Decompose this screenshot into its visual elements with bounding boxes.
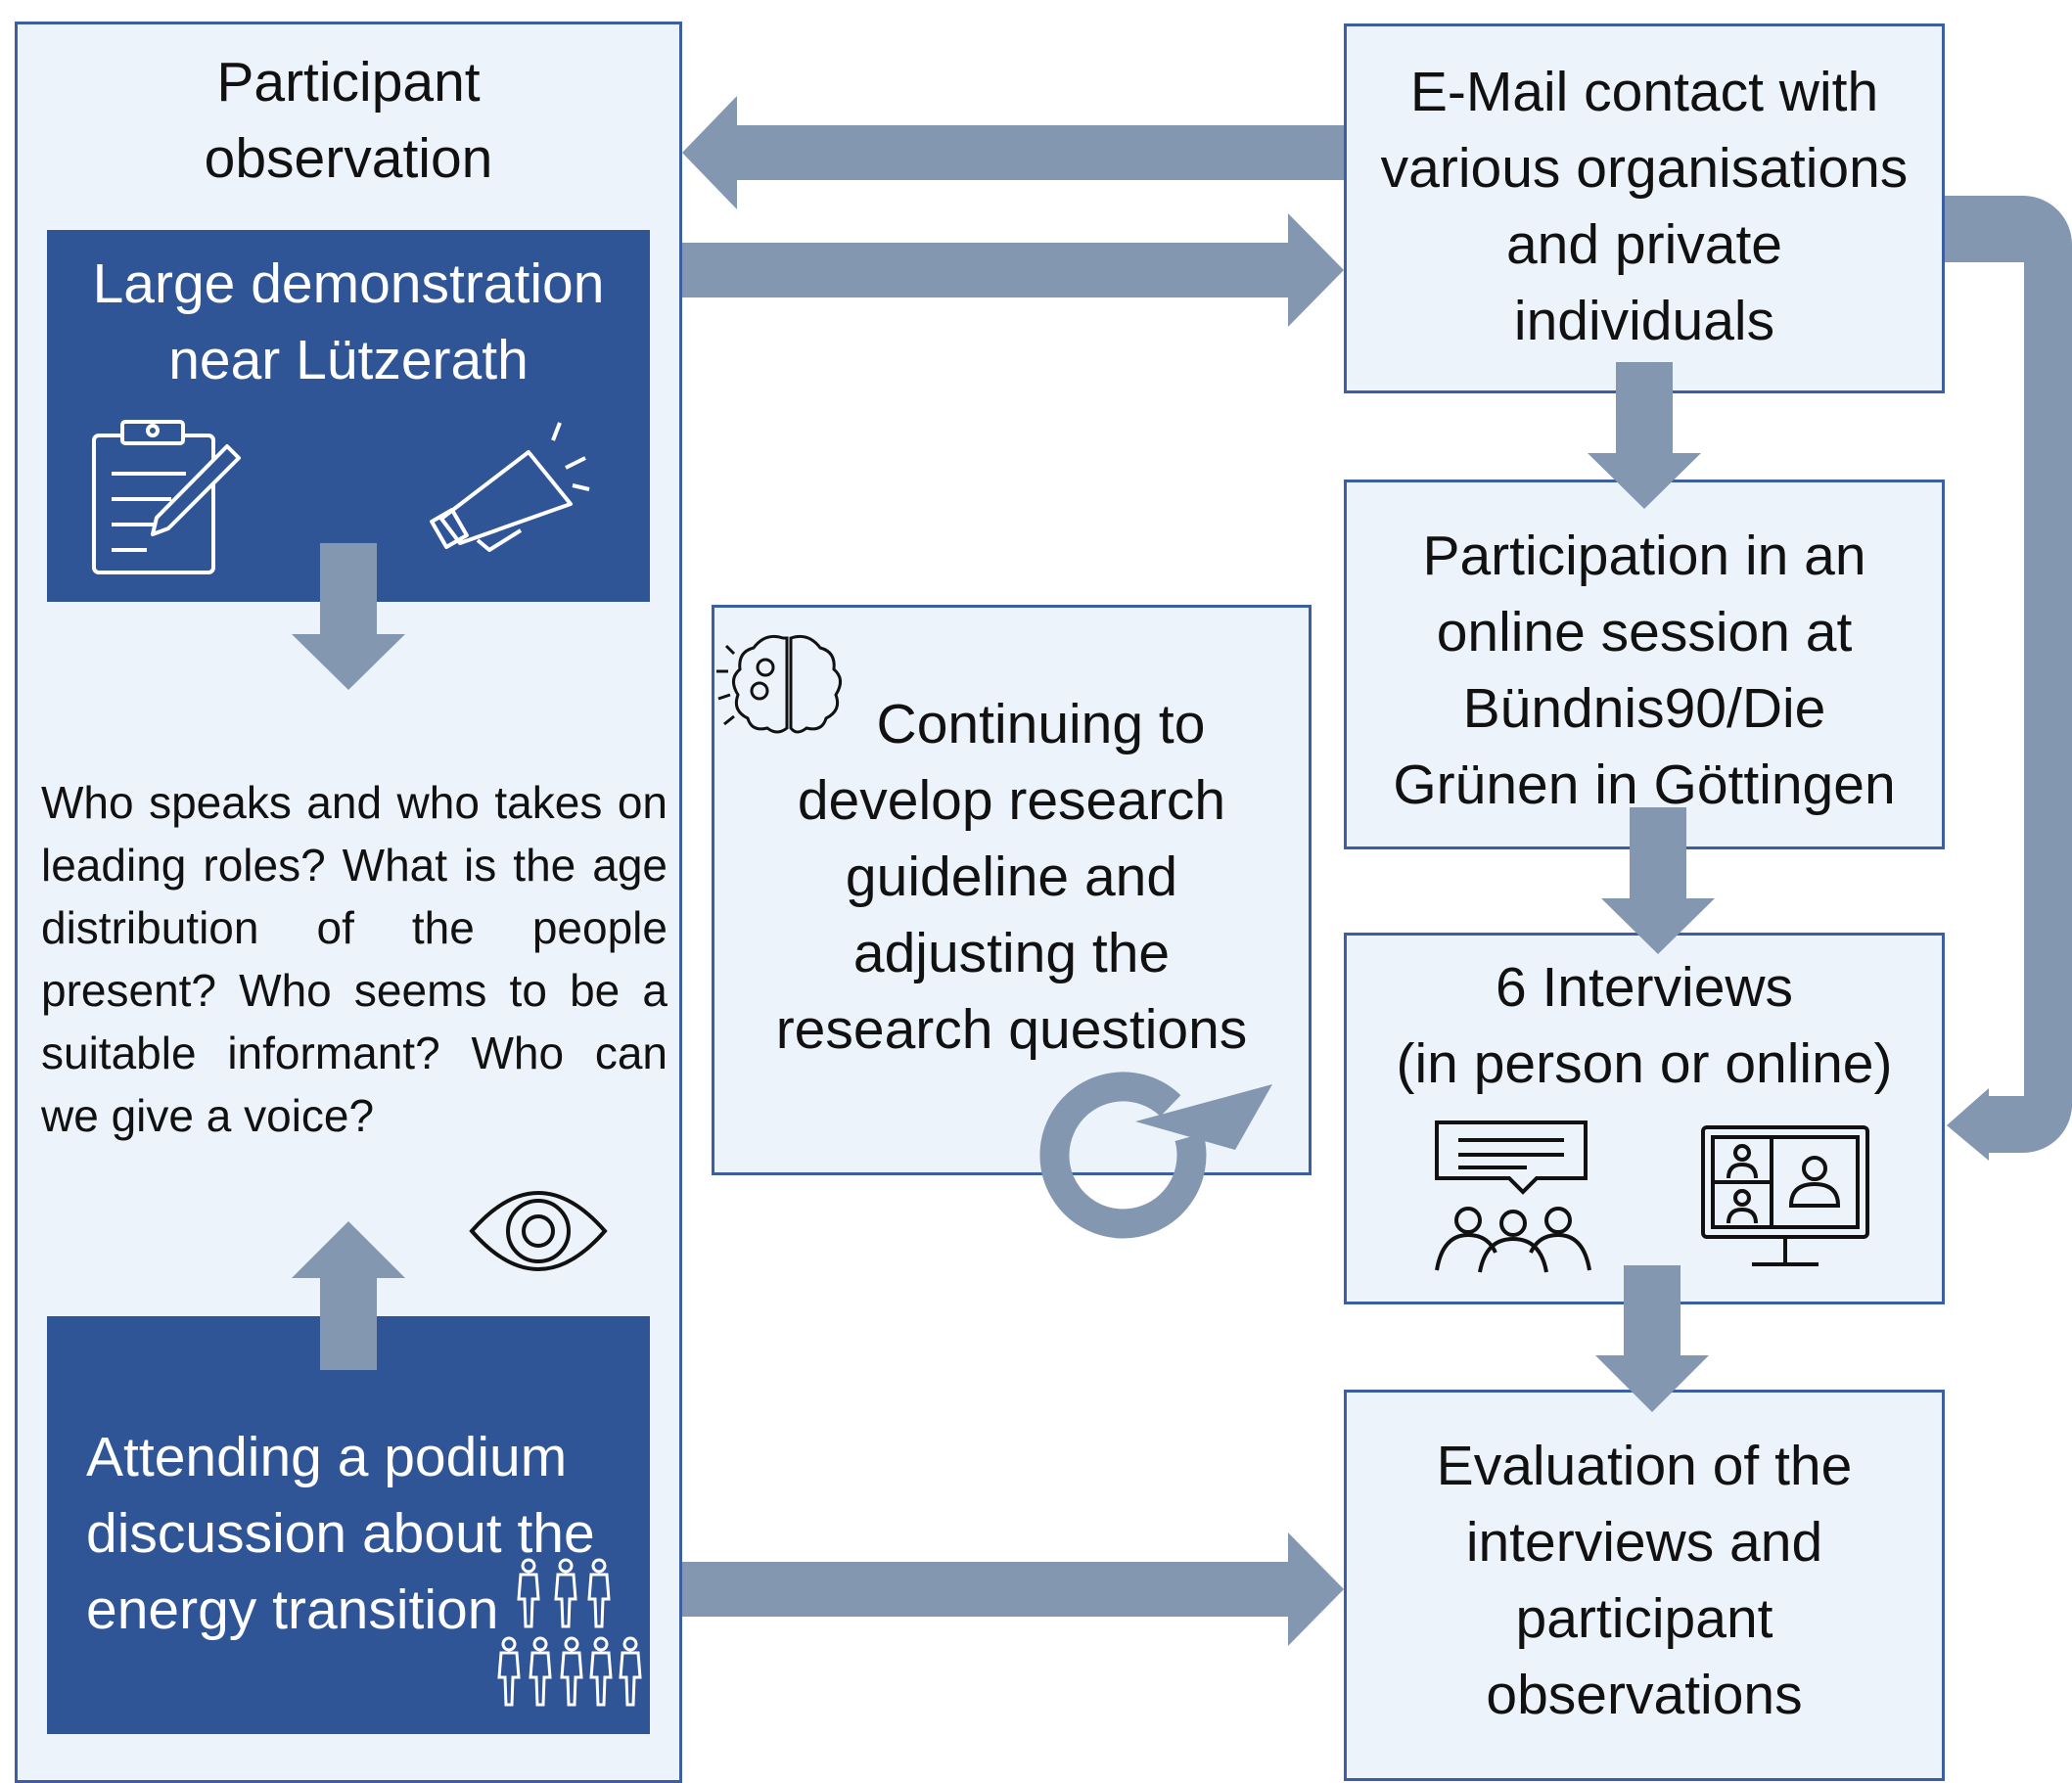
podium-line-2: discussion about the bbox=[86, 1502, 595, 1565]
email-contact-box: E-Mail contact with various organisation… bbox=[1344, 23, 1945, 393]
clipboard-icon bbox=[92, 420, 241, 574]
guideline-line-3: guideline and bbox=[845, 846, 1178, 908]
arrow-email-to-session bbox=[1588, 362, 1701, 509]
demonstration-box: Large demonstration near Lützerath bbox=[47, 230, 650, 602]
email-line-4: individuals bbox=[1513, 290, 1775, 352]
guideline-label: Continuing to develop research guideline… bbox=[714, 686, 1309, 1068]
observation-questions: Who speaks and who takes on leading role… bbox=[41, 771, 668, 1147]
discussion-icon bbox=[1435, 1120, 1591, 1273]
arrow-demonstration-down bbox=[292, 543, 405, 690]
megaphone-icon bbox=[430, 422, 590, 552]
session-line-1: Participation in an bbox=[1422, 525, 1866, 587]
arrow-interviews-to-evaluation bbox=[1595, 1265, 1709, 1412]
session-line-3: Bündnis90/Die bbox=[1462, 677, 1826, 740]
online-session-label: Participation in an online session at Bü… bbox=[1347, 518, 1942, 823]
evaluation-line-4: observations bbox=[1486, 1664, 1803, 1726]
session-line-2: online session at bbox=[1436, 601, 1853, 663]
questions-text: Who speaks and who takes on leading role… bbox=[41, 777, 668, 1141]
evaluation-label: Evaluation of the interviews and partici… bbox=[1347, 1428, 1942, 1733]
arrow-email-to-observation bbox=[682, 96, 1344, 209]
interviews-line-1: 6 Interviews bbox=[1495, 956, 1794, 1019]
evaluation-line-1: Evaluation of the bbox=[1436, 1435, 1853, 1497]
interviews-label: 6 Interviews (in person or online) bbox=[1347, 949, 1942, 1102]
guideline-line-4: adjusting the bbox=[852, 922, 1171, 984]
interviews-box: 6 Interviews (in person or online) bbox=[1344, 933, 1945, 1304]
email-contact-label: E-Mail contact with various organisation… bbox=[1347, 54, 1942, 359]
session-line-4: Grünen in Göttingen bbox=[1393, 754, 1896, 816]
brain-gears-icon bbox=[716, 634, 842, 734]
email-line-3: and private bbox=[1505, 213, 1783, 276]
demonstration-label: Large demonstration near Lützerath bbox=[47, 246, 650, 398]
email-line-1: E-Mail contact with bbox=[1409, 61, 1879, 123]
participant-observation-title: Participant observation bbox=[18, 44, 679, 197]
podium-line-1: Attending a podium bbox=[86, 1426, 568, 1488]
interviews-line-2: (in person or online) bbox=[1396, 1032, 1893, 1095]
demonstration-line-2: near Lützerath bbox=[168, 329, 529, 391]
people-group-icon bbox=[497, 1558, 642, 1707]
guideline-line-1: Continuing to bbox=[876, 693, 1206, 755]
arrow-podium-to-evaluation bbox=[682, 1532, 1344, 1646]
arrow-podium-up bbox=[292, 1221, 405, 1370]
title-line-2: observation bbox=[204, 127, 493, 190]
evaluation-box: Evaluation of the interviews and partici… bbox=[1344, 1390, 1945, 1781]
guideline-line-5: research questions bbox=[775, 998, 1248, 1061]
online-session-box: Participation in an online session at Bü… bbox=[1344, 480, 1945, 849]
email-line-2: various organisations bbox=[1380, 137, 1909, 200]
title-line-1: Participant bbox=[216, 51, 481, 114]
cycle-arrow-icon bbox=[1039, 1072, 1272, 1239]
guideline-box: Continuing to develop research guideline… bbox=[712, 605, 1312, 1175]
evaluation-line-2: interviews and bbox=[1465, 1511, 1823, 1574]
eye-icon bbox=[469, 1191, 608, 1271]
evaluation-line-3: participant bbox=[1515, 1587, 1773, 1650]
video-call-icon bbox=[1701, 1125, 1869, 1266]
arrow-observation-to-email bbox=[682, 213, 1344, 327]
demonstration-line-1: Large demonstration bbox=[92, 252, 605, 315]
arrow-email-to-interviews bbox=[1945, 196, 2072, 1161]
podium-label: Attending a podium discussion about the … bbox=[86, 1419, 595, 1648]
podium-line-3: energy transition bbox=[86, 1578, 499, 1641]
arrow-session-to-interviews bbox=[1601, 807, 1715, 954]
guideline-line-2: develop research bbox=[797, 769, 1226, 832]
